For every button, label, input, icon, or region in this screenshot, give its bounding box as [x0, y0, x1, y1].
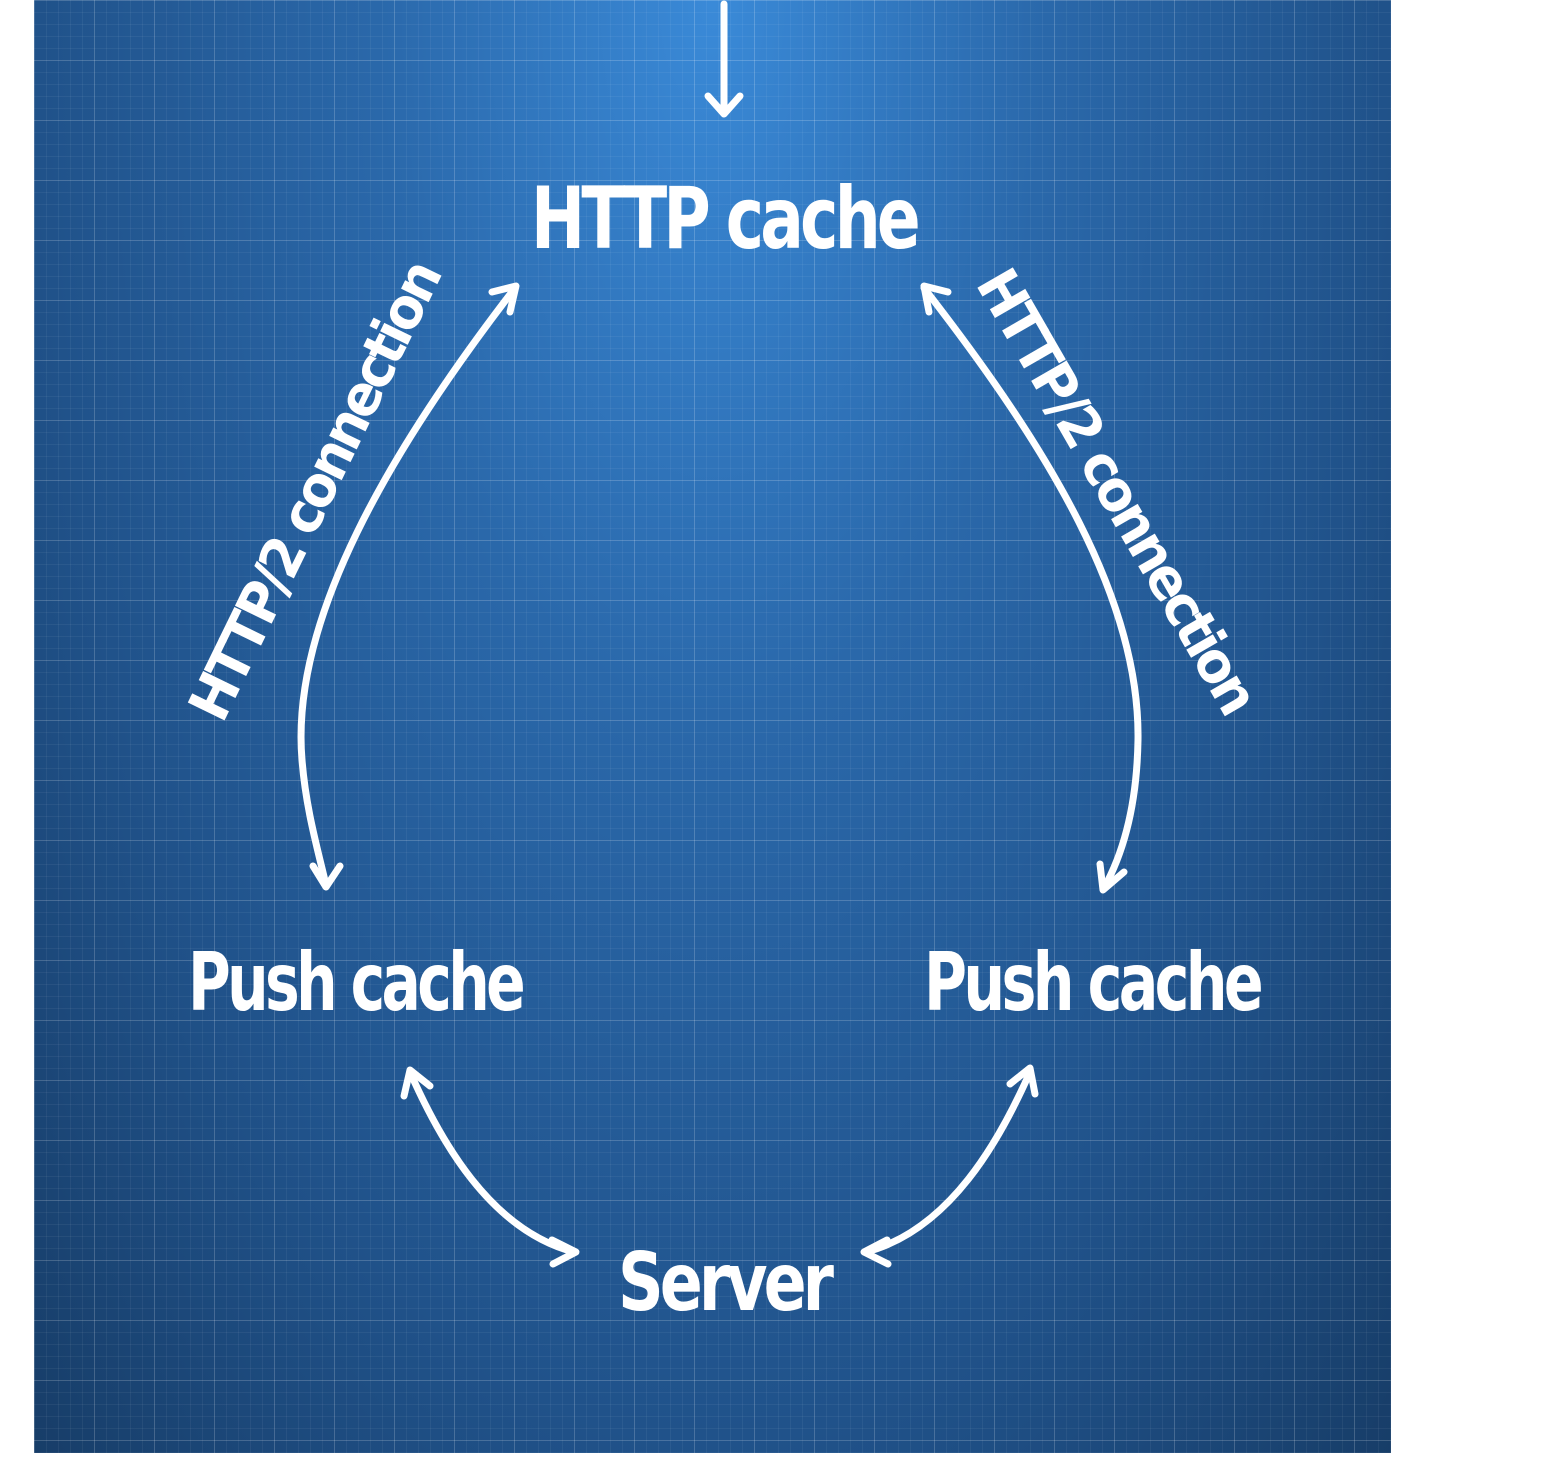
- right-server-arrow: [860, 1064, 1039, 1268]
- left-connection-label: HTTP/2 connection: [177, 253, 455, 731]
- left-connection-arrow: [297, 282, 520, 891]
- server-node: Server: [618, 1236, 834, 1329]
- push-cache-right-node: Push cache: [924, 936, 1261, 1029]
- right-connection-label: HTTP/2 connection: [963, 258, 1269, 724]
- push-cache-left-node: Push cache: [188, 936, 523, 1029]
- http-cache-node: HTTP cache: [531, 169, 918, 269]
- right-connection-arrow: [920, 282, 1142, 894]
- left-server-arrow: [400, 1066, 580, 1268]
- top-double-arrow: [704, 0, 744, 118]
- diagram-background: [34, 0, 1391, 1453]
